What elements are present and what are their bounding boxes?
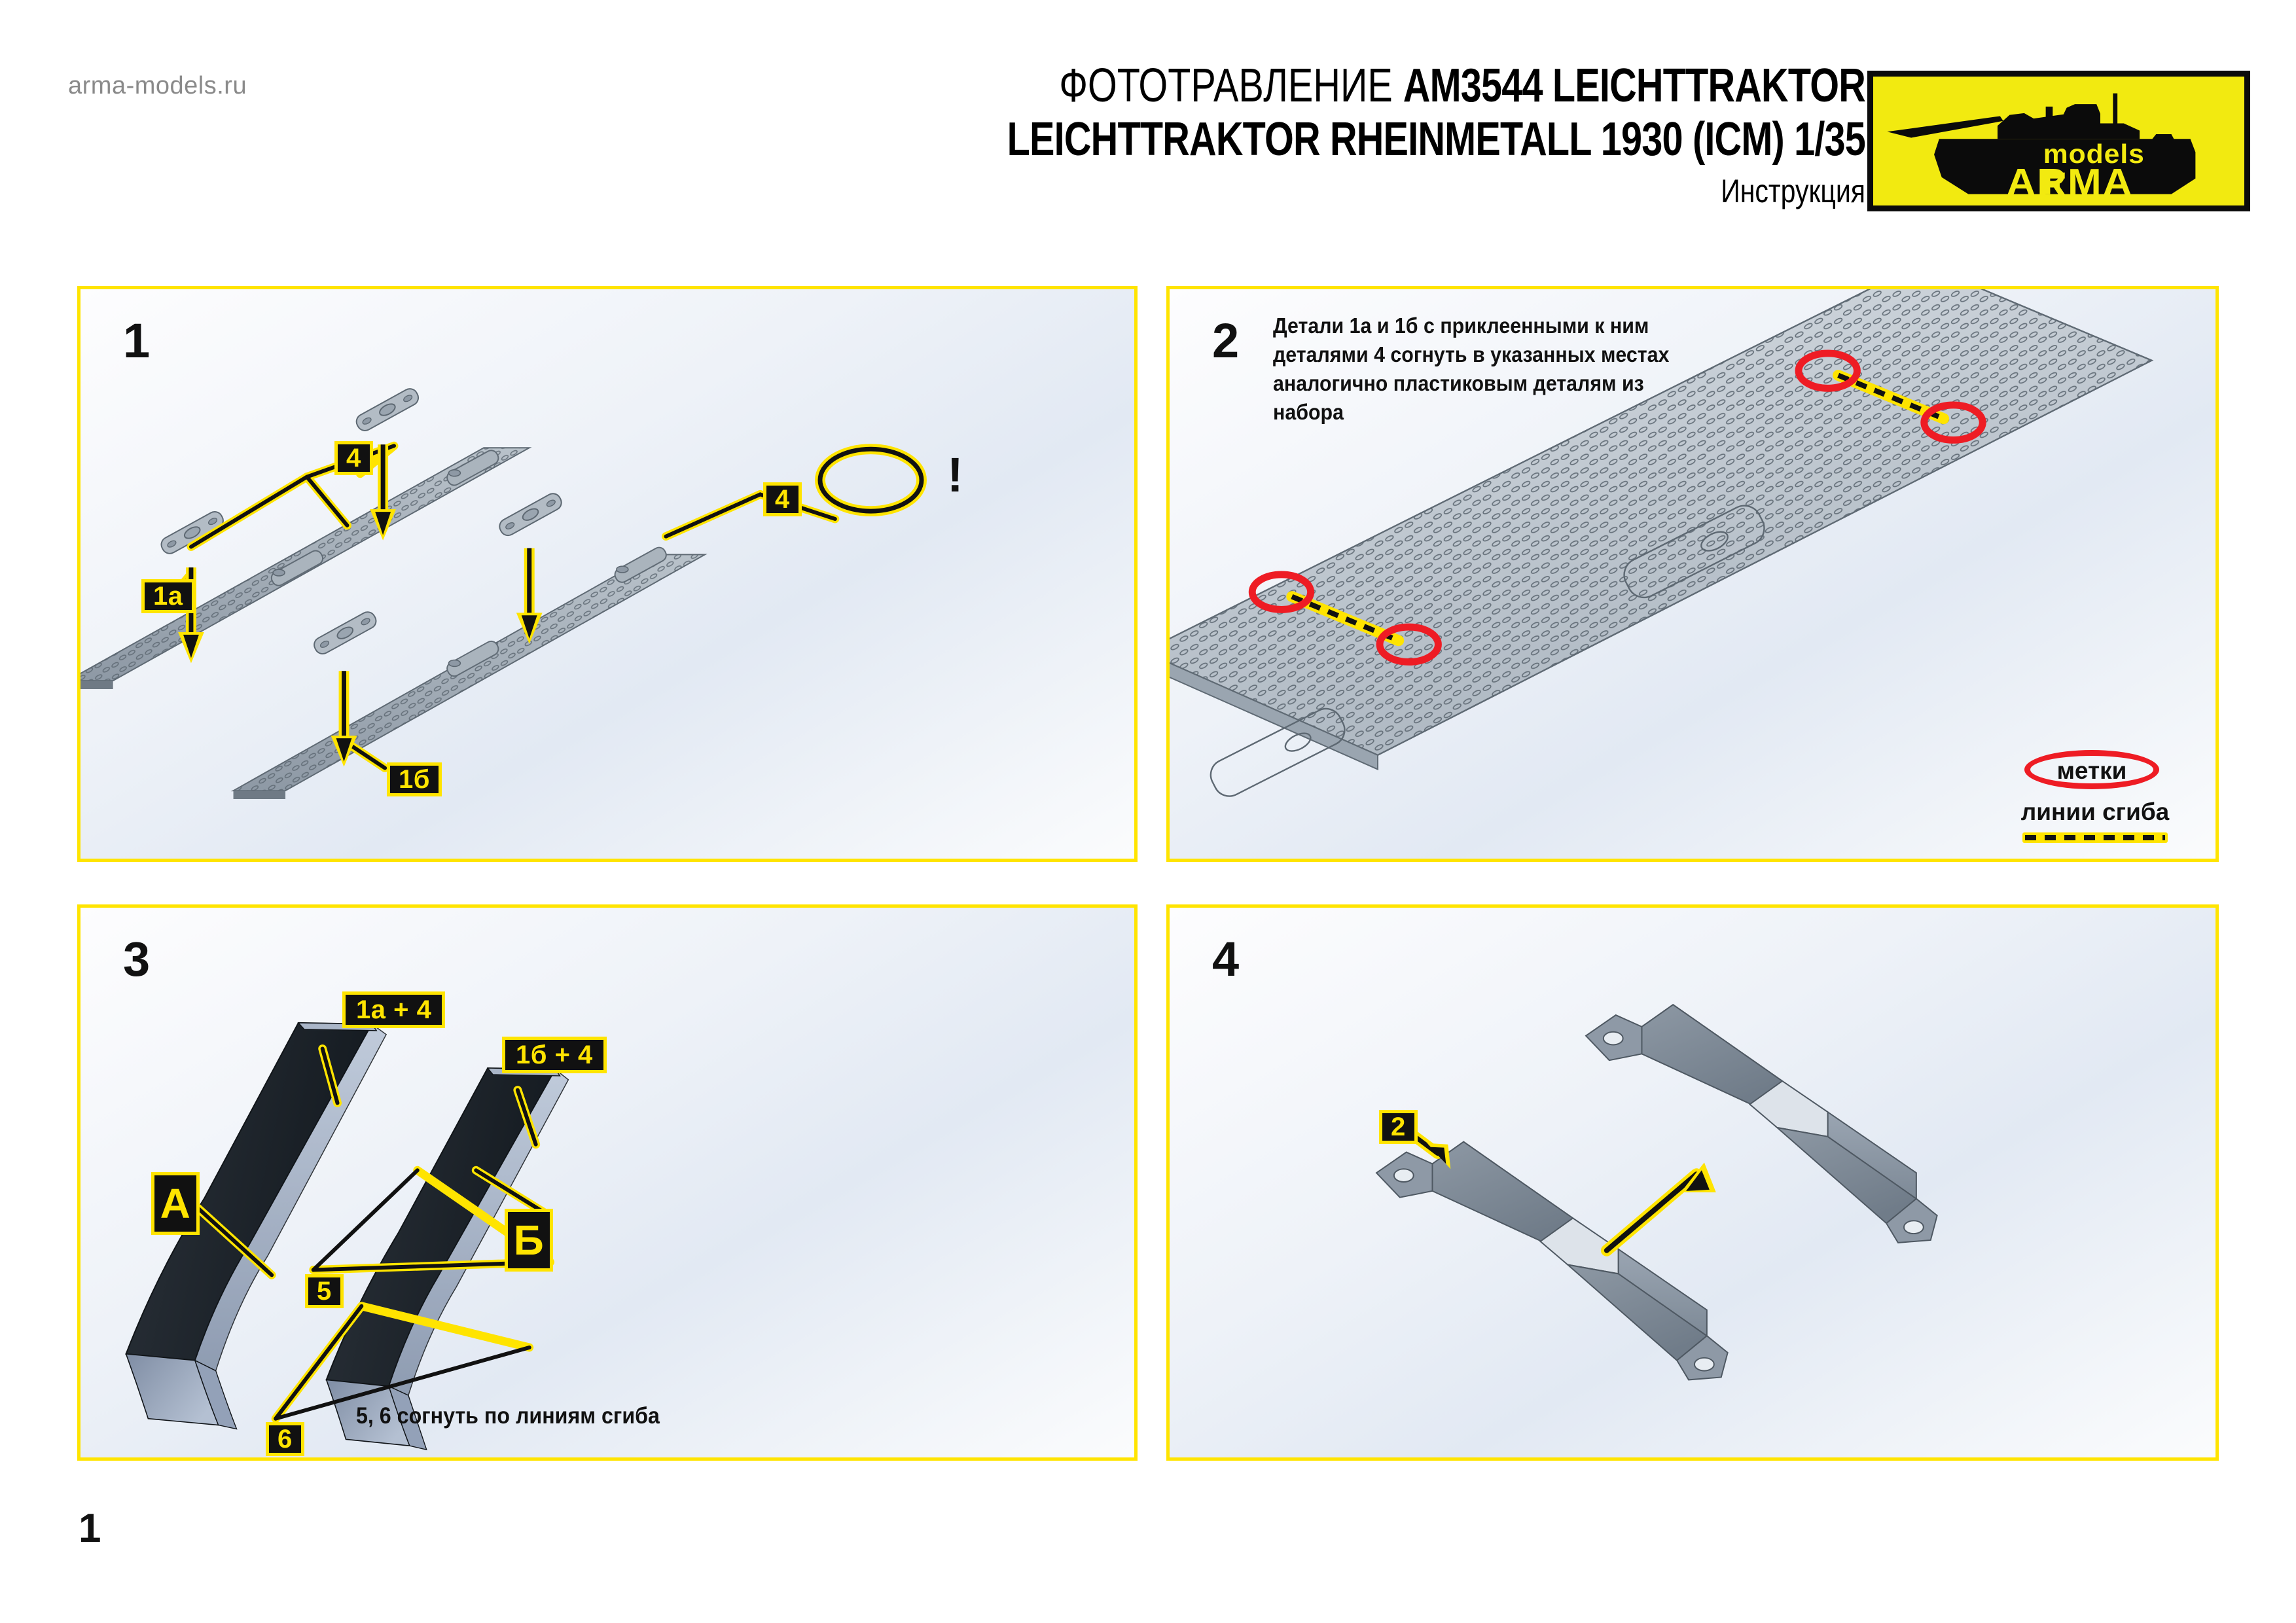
part-1b-strip	[230, 546, 708, 800]
callout-tag-A: А	[151, 1172, 200, 1235]
title-block: ФОТОТРАВЛЕНИЕ AM3544 LEICHTTRAKTOR LEICH…	[589, 60, 1866, 215]
panel-2-legend: метки линии сгиба	[1997, 747, 2193, 843]
legend-marks-label: метки	[2056, 757, 2127, 784]
panel-step-1: 1	[77, 286, 1138, 862]
panel-step-4: 4	[1166, 904, 2219, 1461]
legend-fold-label: линии сгиба	[2020, 798, 2170, 825]
callout-tag-4-lower: 4	[763, 482, 802, 516]
title-line-3: Инструкция	[1721, 173, 1865, 209]
panel-3-number: 3	[123, 932, 151, 986]
page-number: 1	[79, 1506, 101, 1551]
part-2-bracket-lower	[1375, 1141, 1729, 1381]
panel-4-artwork	[1375, 1004, 1938, 1381]
title-prefix: ФОТОТРАВЛЕНИЕ	[1059, 60, 1403, 112]
callout-tag-6: 6	[266, 1422, 304, 1456]
panel-2-number: 2	[1212, 313, 1240, 368]
callout-tag-1a: 1а	[141, 579, 195, 613]
legend-red-ellipse-icon	[2024, 750, 2159, 789]
svg-text:ARMA: ARMA	[2007, 160, 2134, 204]
panel-4-number: 4	[1212, 932, 1240, 986]
callout-tag-2: 2	[1379, 1110, 1418, 1144]
title-line-1: ФОТОТРАВЛЕНИЕ AM3544 LEICHTTRAKTOR	[844, 60, 1866, 112]
legend-fold-line-icon	[2022, 832, 2168, 843]
mark-circle-red	[1920, 401, 1986, 444]
panel-3-leader-lines	[193, 1044, 555, 1423]
panel-step-3: 3	[77, 904, 1138, 1461]
title-line-2: LEICHTTRAKTOR RHEINMETALL 1930 (ICM) 1/3…	[1007, 113, 1866, 166]
panel-3-caption: 5, 6 согнуть по линиям сгиба	[356, 1403, 660, 1429]
mark-circle-red	[1376, 623, 1442, 666]
site-url: arma-models.ru	[68, 72, 247, 99]
title-product-code: AM3544 LEICHTTRAKTOR	[1403, 60, 1866, 112]
panel-1-leader-lines	[170, 441, 840, 773]
part-4-loose-plates	[160, 388, 562, 655]
panel-step-2: 2 Детали 1а и 1б с приклеенными к ним де…	[1166, 286, 2219, 862]
detail-highlight-ellipse	[815, 444, 927, 517]
callout-tag-4-upper: 4	[334, 441, 373, 475]
svg-text:models: models	[2043, 139, 2145, 169]
mark-circle-red	[1795, 349, 1861, 392]
panel-3-artwork	[125, 1022, 569, 1451]
warning-exclamation-icon: !	[947, 448, 963, 502]
panel-1-number: 1	[123, 313, 151, 368]
part-2-bracket-upper	[1585, 1004, 1938, 1243]
callout-tag-1b-plus-4: 1б + 4	[502, 1037, 607, 1073]
callout-tag-5: 5	[305, 1274, 344, 1308]
mark-circle-red	[1248, 571, 1315, 613]
callout-tag-B: Б	[505, 1209, 553, 1272]
callout-tag-1b: 1б	[387, 762, 442, 796]
fold-line-lower	[1248, 571, 1442, 666]
panel-2-instruction-text: Детали 1а и 1б с приклеенными к ним дета…	[1273, 313, 1670, 424]
arma-models-logo: A ARMA models	[1867, 71, 2250, 211]
panel-4-assembly-arrow	[1600, 1162, 1716, 1257]
panel-1-drop-arrows	[178, 444, 543, 767]
callout-tag-1a-plus-4: 1а + 4	[342, 991, 446, 1028]
tank-logo-icon: A ARMA models	[1887, 93, 2196, 204]
legend-marks-row: метки	[1997, 747, 2193, 791]
panel-1-artwork	[81, 388, 927, 800]
fold-line-upper	[1795, 349, 1986, 444]
part-1a-strip	[81, 447, 532, 689]
